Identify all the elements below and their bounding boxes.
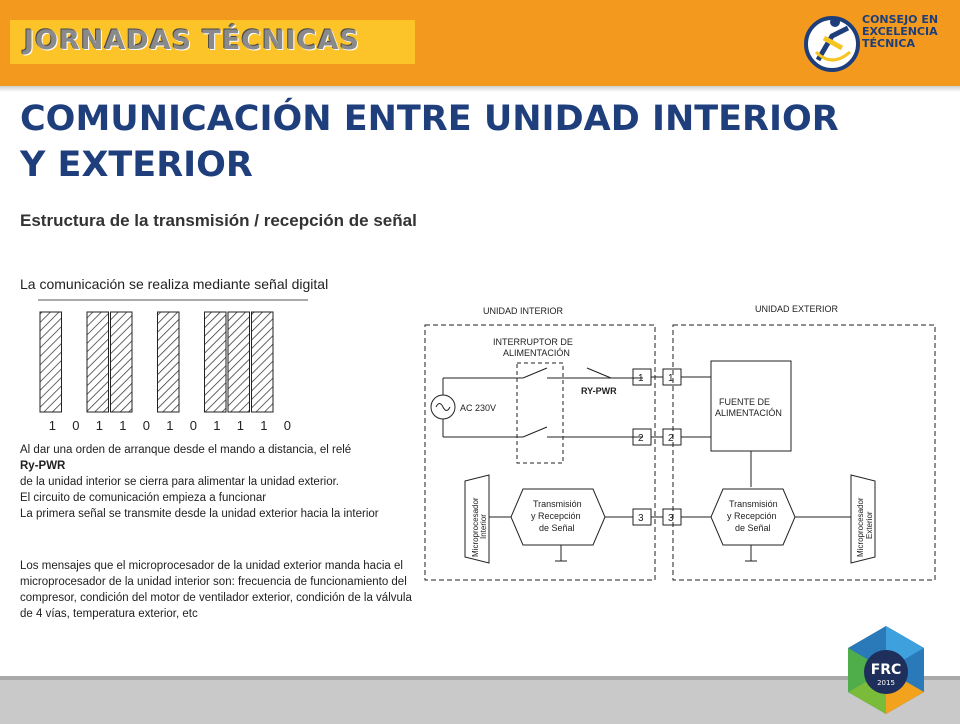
terminal-1-label-out: 1 — [668, 373, 674, 384]
ac-label: AC 230V — [460, 403, 496, 413]
circuit-diagram: UNIDAD INTERIOR UNIDAD EXTERIOR INTERRUP… — [424, 304, 936, 581]
switch-contact-2 — [522, 426, 548, 438]
indoor-unit-outline — [424, 324, 656, 581]
p1-line-1: Al dar una orden de arranque desde el ma… — [20, 444, 352, 456]
pulse-bit-label: 1 — [49, 418, 56, 433]
footer-bar — [0, 676, 960, 724]
pulse-high-bar — [227, 311, 250, 413]
logo-line-3: TÉCNICA — [862, 37, 915, 50]
p1-line-5: La primera señal se transmite desde la u… — [20, 508, 379, 520]
pulse-high-bar — [39, 311, 62, 413]
switch-contact-1 — [522, 367, 548, 379]
supply-label-1: FUENTE DE — [719, 397, 770, 407]
pulse-bit-label: 1 — [213, 418, 220, 433]
micro-outdoor-label-2: Exterior — [865, 511, 874, 539]
switch-label-2: ALIMENTACIÓN — [503, 348, 570, 358]
terminal-2-label-out: 2 — [668, 433, 674, 444]
switch-box — [516, 362, 564, 464]
pulse-bit-label: 0 — [143, 418, 150, 433]
title-line-1: COMUNICACIÓN ENTRE UNIDAD INTERIOR — [20, 99, 839, 139]
relay-contact — [586, 367, 612, 379]
p1-line-4: El circuito de comunicación empieza a fu… — [20, 492, 267, 504]
slide-title: COMUNICACIÓN ENTRE UNIDAD INTERIOR Y EXT… — [20, 96, 920, 188]
banner-title: JORNADAS TÉCNICAS — [24, 25, 360, 56]
frc-logo-year: 2015 — [877, 679, 895, 687]
micro-indoor-label-1: Microprocesador — [471, 497, 480, 557]
frc-logo-text: FRC — [871, 662, 902, 678]
pulse-bit-label: 0 — [72, 418, 79, 433]
slide-subtitle: Estructura de la transmisión / recepción… — [20, 211, 417, 230]
terminal-3-label: 3 — [638, 513, 644, 524]
consejo-logo-text: CONSEJO EN EXCELENCIA TÉCNICA — [862, 14, 938, 50]
outdoor-trx-line-3: de Señal — [735, 523, 771, 533]
frc-logo: FRC 2015 — [848, 626, 924, 714]
pulse-bit-label: 1 — [96, 418, 103, 433]
pulse-bit-label: 1 — [119, 418, 126, 433]
paragraph-relay: Al dar una orden de arranque desde el ma… — [20, 442, 420, 522]
consejo-logo — [802, 8, 952, 78]
outdoor-unit-label: UNIDAD EXTERIOR — [755, 304, 839, 314]
pulse-high-bar — [251, 311, 274, 413]
indoor-trx-line-3: de Señal — [539, 523, 575, 533]
pulse-high-bar — [110, 311, 133, 413]
pulse-bit-label: 0 — [284, 418, 291, 433]
relay-label: RY-PWR — [581, 386, 617, 396]
terminal-2-label: 2 — [638, 433, 644, 444]
digital-signal-diagram: 1 0 1 1 0 1 0 1 1 1 0 — [38, 299, 308, 433]
micro-outdoor-label-1: Microprocesador — [856, 497, 865, 557]
indoor-microprocessor-box — [464, 474, 490, 564]
outdoor-unit-outline — [672, 324, 936, 581]
consejo-logo-icon — [804, 16, 860, 72]
title-line-2: Y EXTERIOR — [20, 145, 253, 185]
pulse-high-bar — [86, 311, 109, 413]
terminal-1-label: 1 — [638, 373, 644, 384]
p1-relay-name: Ry-PWR — [20, 460, 66, 472]
switch-label-1: INTERRUPTOR DE — [493, 337, 573, 347]
pulse-bit-label: 1 — [237, 418, 244, 433]
pulse-bit-label: 0 — [190, 418, 197, 433]
indoor-unit-label: UNIDAD INTERIOR — [483, 306, 564, 316]
banner — [10, 20, 415, 64]
outdoor-trx-line-1: Transmisión — [729, 499, 778, 509]
logo-line-1: CONSEJO EN — [862, 13, 939, 26]
header-shadow — [0, 86, 960, 92]
pulse-high-bar — [204, 311, 227, 413]
micro-indoor-label-2: Interior — [479, 514, 488, 539]
outdoor-microprocessor-box — [850, 474, 876, 564]
supply-label-2: ALIMENTACIÓN — [715, 408, 782, 418]
paragraph-messages: Los mensajes que el microprocesador de l… — [20, 560, 412, 620]
intro-text: La comunicación se realiza mediante seña… — [20, 276, 329, 292]
indoor-trx-line-1: Transmisión — [533, 499, 582, 509]
p1-line-3: de la unidad interior se cierra para ali… — [20, 476, 339, 488]
outdoor-trx-line-2: y Recepción — [727, 511, 777, 521]
pulse-bit-label: 1 — [260, 418, 267, 433]
indoor-trx-line-2: y Recepción — [531, 511, 581, 521]
pulse-high-bar — [157, 311, 180, 413]
pulse-bit-label: 1 — [166, 418, 173, 433]
terminal-3-label-out: 3 — [668, 513, 674, 524]
logo-line-2: EXCELENCIA — [862, 25, 938, 38]
